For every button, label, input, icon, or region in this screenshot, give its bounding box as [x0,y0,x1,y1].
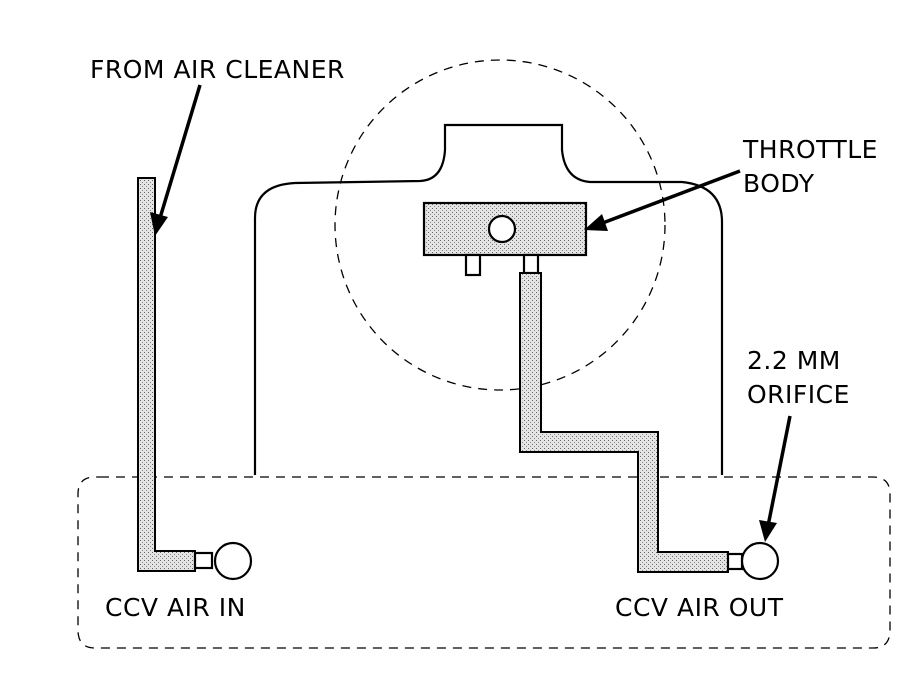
throttle-body-hose [519,272,729,573]
air-cleaner-hose [137,177,196,572]
intake-manifold-outline [253,123,724,475]
from-air-cleaner-arrow [150,84,202,236]
label-body: BODY [743,169,815,198]
label-from-air-cleaner: FROM AIR CLEANER [90,55,345,84]
throttle-body-nipple-left [464,253,482,277]
label-orifice: ORIFICE [747,380,850,409]
throttle-body [422,201,588,257]
throttle-body-arrow [584,169,741,231]
label-orifice-size: 2.2 MM [747,346,841,375]
orifice-arrow [759,415,792,542]
ccv-air-out-connector [726,552,744,571]
label-ccv-air-out: CCV AIR OUT [615,593,784,622]
throttle-body-nipple-right [522,253,540,275]
throttle-shaft-circle [487,214,517,244]
label-ccv-air-in: CCV AIR IN [105,593,246,622]
ccv-air-out-fitting [740,541,780,581]
ccv-air-in-connector [193,551,214,570]
engine-block-dashed-outline [77,476,891,649]
label-throttle: THROTTLE [742,135,878,164]
ccv-air-in-fitting [213,541,253,581]
throttle-body-detail-circle [334,59,666,391]
